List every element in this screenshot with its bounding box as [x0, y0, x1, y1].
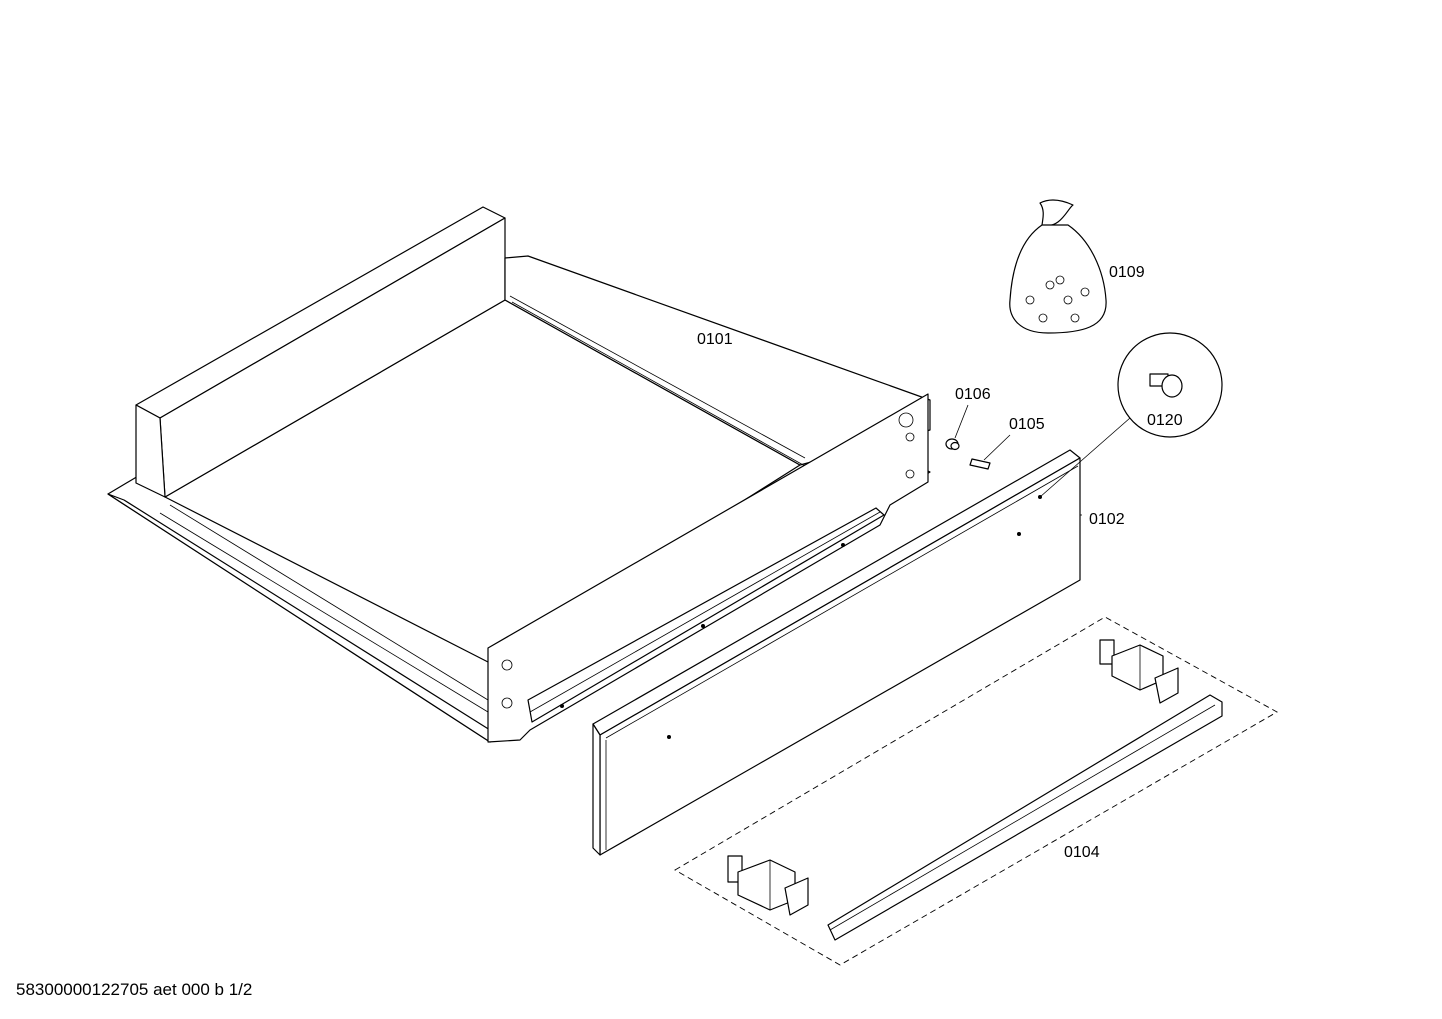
- pin-part: [969, 434, 1011, 470]
- buffer-detail-part: [1039, 332, 1223, 498]
- screw-bag-part: [1009, 199, 1107, 334]
- document-code: 58300000122705 aet 000 b 1/2: [16, 980, 253, 999]
- handle-assembly-part: [674, 616, 1278, 966]
- label-0106: 0106: [955, 386, 991, 403]
- label-0109: 0109: [1109, 264, 1145, 281]
- label-0120: 0120: [1147, 412, 1183, 429]
- bushing-part: [945, 404, 969, 451]
- label-0104: 0104: [1064, 844, 1100, 861]
- front-panel-part: [592, 449, 1081, 856]
- label-0102: 0102: [1089, 511, 1125, 528]
- label-0101: 0101: [697, 331, 733, 348]
- drawer-body-part: [107, 206, 931, 743]
- label-0105: 0105: [1009, 416, 1045, 433]
